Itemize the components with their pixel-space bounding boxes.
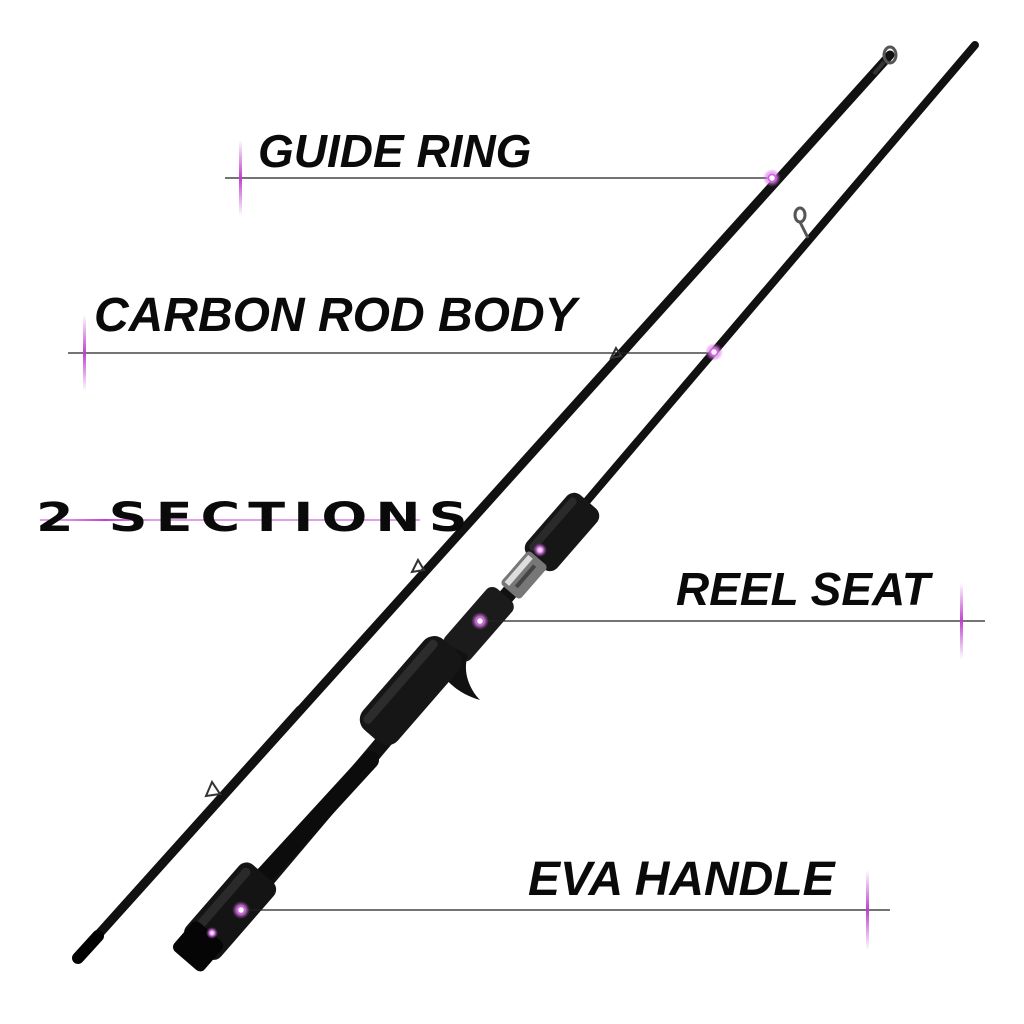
- carbon-rod-body-label: CARBON ROD BODY: [94, 289, 577, 342]
- flare-accents: [60, 140, 963, 950]
- tip-top-guide: [872, 45, 898, 76]
- reel-seat-label: REEL SEAT: [676, 563, 930, 615]
- callout-lines: [68, 177, 985, 911]
- glow-markers: [206, 169, 781, 939]
- tip-section: [72, 45, 898, 964]
- eva-handle-label: EVA HANDLE: [528, 853, 835, 906]
- tip-guides: [204, 345, 623, 798]
- guide-ring-label: GUIDE RING: [258, 125, 532, 177]
- sections-label: 2 SECTIONS: [36, 495, 476, 541]
